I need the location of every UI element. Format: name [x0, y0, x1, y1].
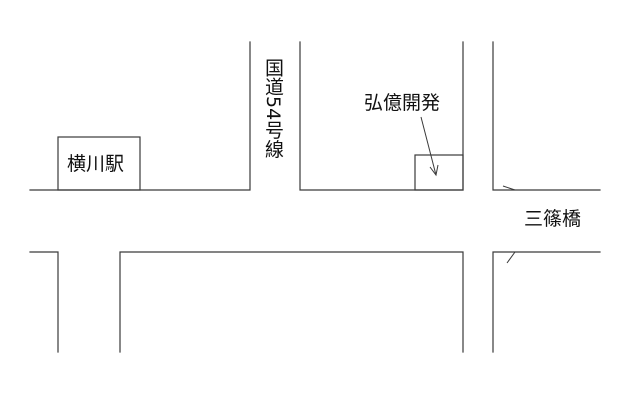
road-edge-north-east — [492, 41, 601, 191]
road-edge-north-middle — [299, 41, 464, 191]
bridge-label: 三篠橋 — [524, 208, 582, 230]
pointer-arrow — [420, 116, 439, 177]
road-edge-south-east — [492, 251, 601, 353]
route-label: 国道54号線 — [262, 58, 284, 159]
developer-building — [414, 154, 464, 191]
pointer-arrow-head — [429, 164, 439, 177]
bridge-marker-north — [502, 185, 516, 191]
road-edge-south-middle — [119, 251, 464, 353]
developer-label: 弘億開発 — [364, 92, 441, 114]
station-building — [57, 136, 141, 191]
pointer-arrow-shaft — [420, 116, 437, 176]
bridge-markers — [502, 185, 516, 264]
station-label: 横川駅 — [67, 153, 125, 175]
road-edges — [29, 41, 601, 353]
road-edge-south-west — [29, 251, 59, 353]
bridge-marker-south — [506, 251, 516, 264]
